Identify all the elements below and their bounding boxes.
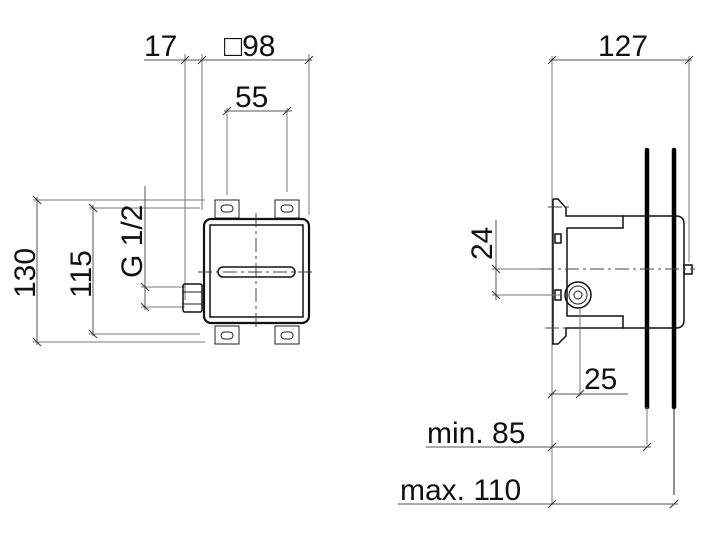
dim-24: 24 [466, 227, 499, 260]
dim-98-square: □98 [224, 30, 276, 63]
dim-min-85: min. 85 [427, 417, 525, 450]
pipe-fitting [564, 281, 592, 309]
front-view: 17 □98 55 130 115 G 1/2 [9, 30, 315, 347]
side-flange [552, 198, 624, 345]
dim-17: 17 [144, 30, 177, 63]
thread-fitting [182, 283, 203, 313]
mounting-lug [214, 199, 300, 345]
dim-g-half-thread: G 1/2 [116, 205, 149, 278]
dim-55: 55 [235, 81, 268, 114]
dim-130: 130 [9, 248, 42, 298]
dim-127: 127 [598, 30, 648, 63]
dim-25: 25 [584, 363, 617, 396]
cover-cap [675, 215, 685, 329]
dim-115: 115 [65, 250, 98, 298]
dim-max-110: max. 110 [400, 474, 521, 507]
side-view: 127 24 25 [398, 30, 695, 509]
